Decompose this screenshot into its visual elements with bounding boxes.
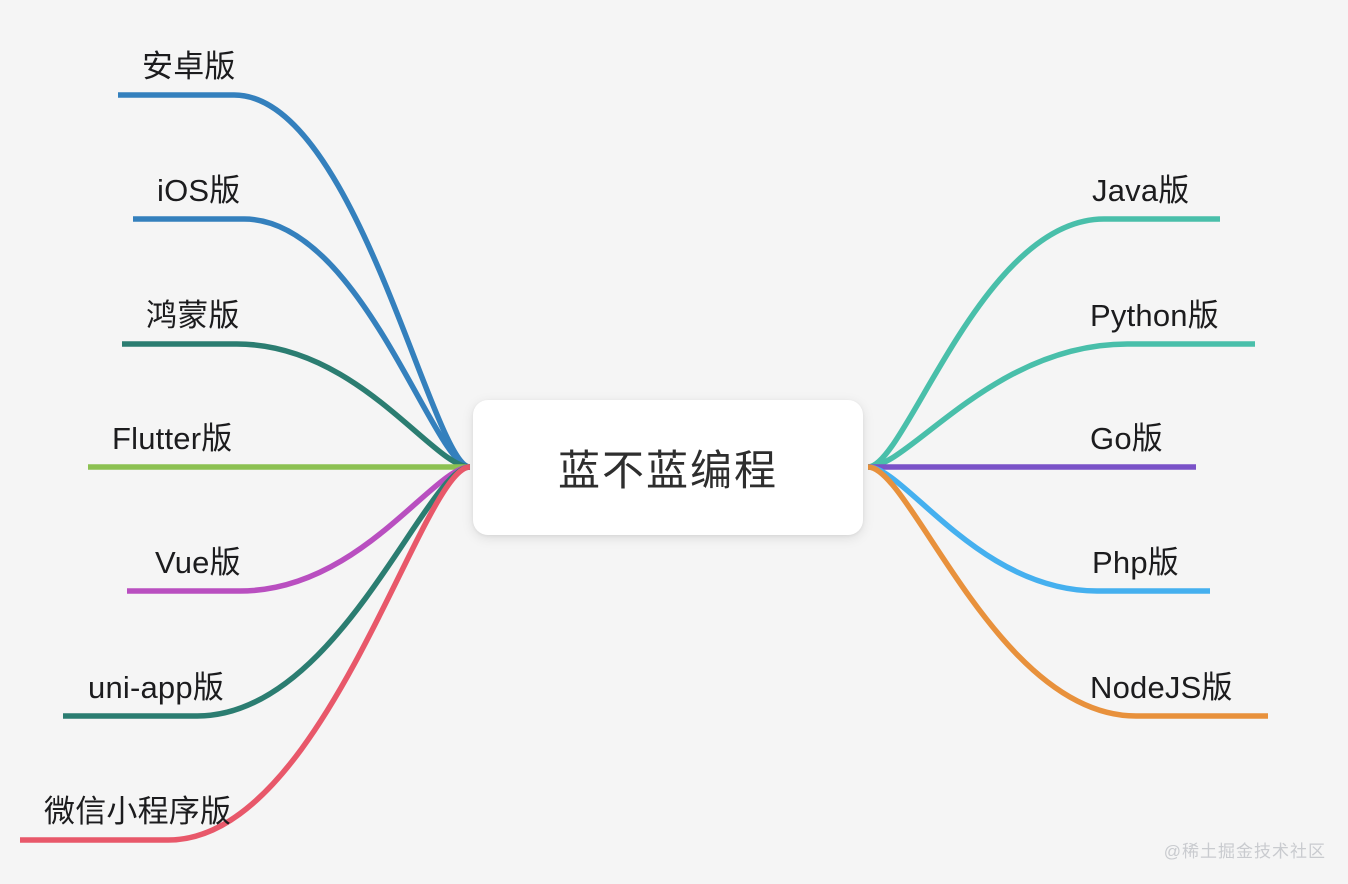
branch-label-right-2[interactable]: Go版: [1090, 421, 1163, 456]
branch-label-left-0[interactable]: 安卓版: [142, 49, 236, 84]
branch-label-left-5[interactable]: uni-app版: [88, 670, 225, 705]
branch-label-left-6[interactable]: 微信小程序版: [44, 794, 232, 829]
branch-label-left-4[interactable]: Vue版: [155, 545, 241, 580]
branch-line-right-0[interactable]: [867, 216, 1220, 470]
branch-label-right-3[interactable]: Php版: [1092, 545, 1179, 580]
branch-line-left-2[interactable]: [122, 341, 471, 470]
center-node-card[interactable]: 蓝不蓝编程: [473, 400, 863, 535]
branch-label-left-1[interactable]: iOS版: [157, 173, 241, 208]
branch-label-left-2[interactable]: 鸿蒙版: [146, 298, 240, 333]
branch-line-left-6[interactable]: [20, 464, 471, 843]
branch-line-left-0[interactable]: [118, 92, 471, 470]
right-branch-paths: [867, 216, 1268, 719]
branch-label-left-3[interactable]: Flutter版: [112, 421, 233, 456]
center-node-title: 蓝不蓝编程: [557, 447, 778, 494]
branch-label-right-1[interactable]: Python版: [1090, 298, 1219, 333]
branch-line-right-1[interactable]: [867, 341, 1255, 470]
branch-line-left-1[interactable]: [133, 216, 471, 470]
left-branch-paths: [20, 92, 471, 843]
branch-label-right-0[interactable]: Java版: [1092, 173, 1190, 208]
watermark-text: @稀土掘金技术社区: [1163, 842, 1326, 861]
branch-line-right-4[interactable]: [867, 464, 1268, 719]
branch-label-right-4[interactable]: NodeJS版: [1090, 670, 1233, 705]
